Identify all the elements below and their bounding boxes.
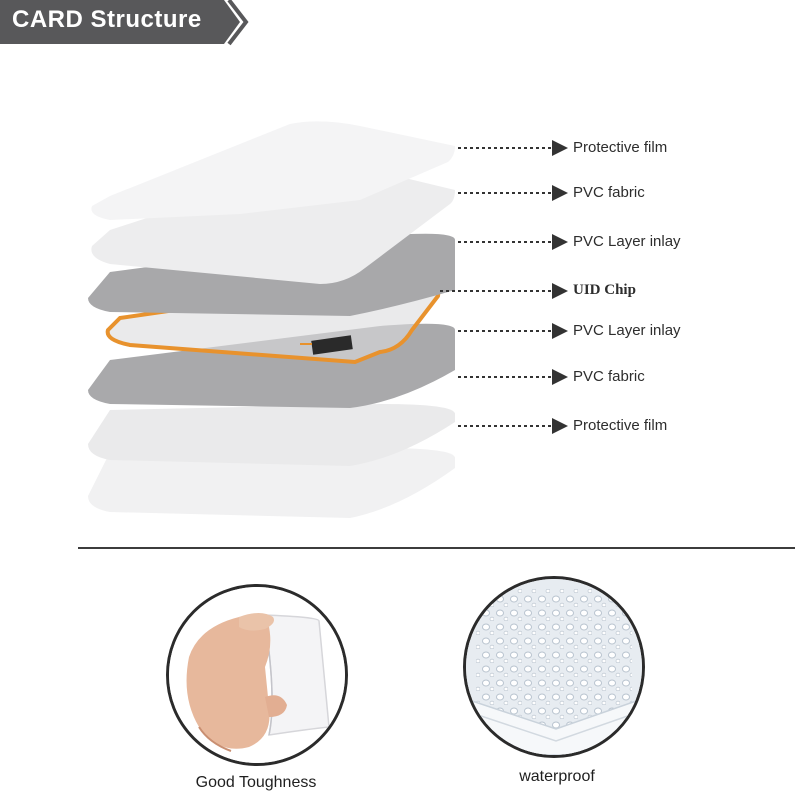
layer-pvc-fabric-bottom: [88, 404, 455, 466]
layer-protective-film-top: [91, 121, 455, 220]
chip-module: [311, 335, 353, 355]
banner-arrow-shape: [0, 0, 249, 46]
toughness-caption: Good Toughness: [195, 774, 317, 791]
card-layers-diagram: [88, 121, 568, 518]
toughness-photo: [166, 584, 348, 766]
label-uid-chip: UID Chip: [573, 282, 636, 298]
page-title: CARD Structure: [12, 6, 202, 33]
section-divider: [78, 547, 795, 549]
label-pvc-layer-inlay-bottom: PVC Layer inlay: [573, 322, 681, 339]
label-protective-film-bottom: Protective film: [573, 417, 668, 434]
label-pvc-fabric-bottom: PVC fabric: [573, 368, 645, 385]
label-protective-film-top: Protective film: [573, 139, 668, 156]
layer-protective-film-bottom: [88, 448, 455, 518]
label-pvc-fabric-top: PVC fabric: [573, 184, 645, 201]
waterproof-photo: [463, 576, 645, 758]
leader-lines: [440, 140, 568, 434]
flexible-card-hand-icon: [169, 587, 345, 763]
waterproof-caption: waterproof: [519, 768, 595, 785]
water-drops-card-icon: [466, 579, 642, 755]
label-pvc-layer-inlay-top: PVC Layer inlay: [573, 233, 681, 250]
